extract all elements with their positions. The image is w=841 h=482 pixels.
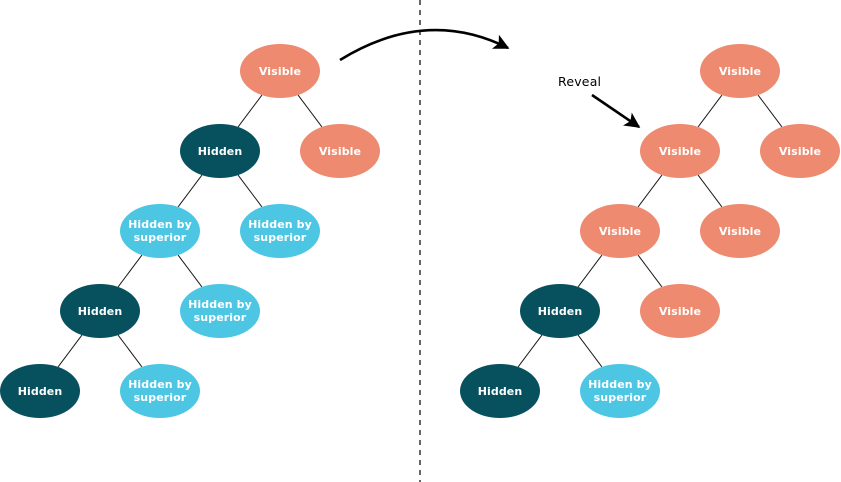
tree-node-after-r0[interactable]: Visible [700, 44, 780, 98]
tree-edge [757, 94, 783, 128]
tree-node-after-r1[interactable]: Visible [640, 124, 720, 178]
tree-node-label: Hidden [537, 304, 583, 318]
tree-edge [237, 94, 263, 128]
tree-edge [177, 254, 203, 288]
tree-node-before-l1[interactable]: Hidden [180, 124, 260, 178]
tree-node-after-r7[interactable]: Hidden [460, 364, 540, 418]
tree-node-before-l2[interactable]: Visible [300, 124, 380, 178]
tree-edge [57, 334, 83, 368]
tree-edge [637, 174, 663, 208]
tree-node-after-r5[interactable]: Hidden [520, 284, 600, 338]
tree-edge [177, 174, 203, 208]
tree-node-label: Visible [258, 64, 302, 78]
tree-node-label: Visible [598, 224, 642, 238]
tree-node-label: Visible [778, 144, 822, 158]
tree-edge [697, 94, 723, 128]
tree-edge [697, 174, 723, 208]
tree-node-label: Hidden by superior [588, 378, 652, 404]
tree-edge [577, 334, 603, 368]
tree-node-label: Hidden [477, 384, 523, 398]
tree-node-label: Hidden [17, 384, 63, 398]
tree-edge [117, 334, 143, 368]
tree-node-before-l4[interactable]: Hidden by superior [240, 204, 320, 258]
tree-node-label: Hidden by superior [128, 378, 192, 404]
tree-edge [637, 254, 663, 288]
tree-node-label: Hidden by superior [188, 298, 252, 324]
tree-node-label: Visible [718, 224, 762, 238]
tree-edge [237, 174, 263, 208]
reveal-annotation-label: Reveal [558, 74, 602, 89]
tree-node-label: Visible [718, 64, 762, 78]
tree-edge [117, 254, 143, 288]
tree-node-after-r8[interactable]: Hidden by superior [580, 364, 660, 418]
reveal-arrow-icon [591, 93, 641, 129]
tree-node-after-r4[interactable]: Visible [700, 204, 780, 258]
tree-node-label: Hidden by superior [128, 218, 192, 244]
tree-node-before-l3[interactable]: Hidden by superior [120, 204, 200, 258]
tree-node-before-l6[interactable]: Hidden by superior [180, 284, 260, 338]
tree-node-label: Visible [318, 144, 362, 158]
tree-node-label: Hidden [197, 144, 243, 158]
tree-node-after-r3[interactable]: Visible [580, 204, 660, 258]
tree-edge [577, 254, 603, 288]
tree-node-label: Hidden by superior [248, 218, 312, 244]
tree-node-before-l0[interactable]: Visible [240, 44, 320, 98]
tree-node-before-l7[interactable]: Hidden [0, 364, 80, 418]
tree-node-after-r2[interactable]: Visible [760, 124, 840, 178]
transition-arrow-icon [339, 28, 510, 62]
tree-node-label: Visible [658, 304, 702, 318]
tree-node-label: Hidden [77, 304, 123, 318]
tree-node-before-l5[interactable]: Hidden [60, 284, 140, 338]
tree-edge [517, 334, 543, 368]
tree-node-after-r6[interactable]: Visible [640, 284, 720, 338]
tree-edge [297, 94, 323, 128]
tree-node-label: Visible [658, 144, 702, 158]
tree-node-before-l8[interactable]: Hidden by superior [120, 364, 200, 418]
